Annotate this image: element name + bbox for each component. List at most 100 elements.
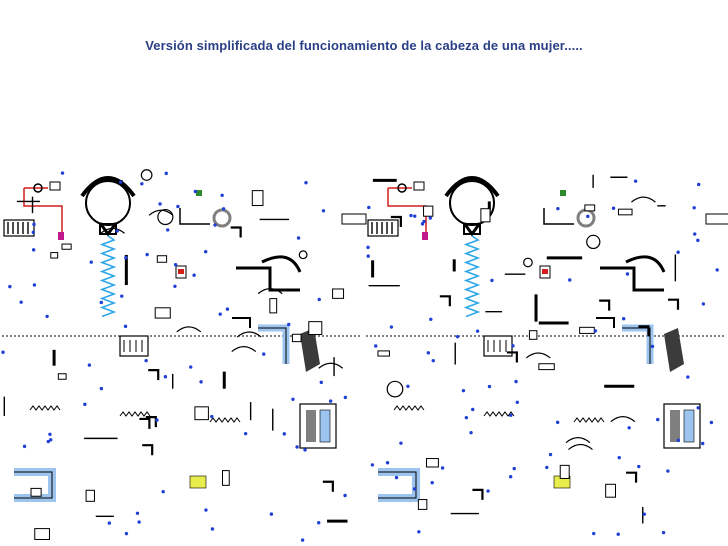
rivet-dot — [692, 206, 696, 210]
rivet-dot — [625, 272, 630, 276]
rivet-dot — [399, 441, 403, 445]
blue-conveyor-bottom — [378, 468, 420, 502]
rivet-dot — [389, 325, 394, 329]
rivet-dot — [282, 432, 287, 436]
spring-coil-icon — [99, 235, 117, 318]
rivet-dot — [490, 278, 494, 283]
rivet-dot — [715, 268, 719, 272]
rivet-dot — [161, 489, 165, 494]
rivet-dot — [394, 475, 399, 480]
schematic-tile-2 — [366, 174, 728, 536]
rivet-dot — [140, 182, 144, 186]
rivet-dot — [637, 464, 641, 469]
rivet-dot — [343, 493, 347, 498]
arc-connector — [231, 345, 257, 353]
rivet-dot — [164, 171, 168, 176]
rivet-dot — [213, 223, 217, 227]
component-box — [269, 298, 278, 314]
valve-icon — [586, 234, 601, 250]
rivet-dot — [611, 206, 616, 210]
rivet-dot — [124, 256, 128, 260]
rivet-dot — [210, 414, 214, 419]
pipe-elbow — [439, 295, 451, 307]
rivet-dot — [19, 300, 23, 304]
rivet-dot — [221, 207, 226, 211]
rivet-dot — [210, 527, 215, 531]
rivet-dot — [431, 358, 435, 363]
pipe-elbow — [599, 299, 611, 311]
rivet-dot — [686, 375, 690, 379]
rivet-dot — [676, 438, 680, 443]
rivet-dot — [317, 521, 321, 525]
red-wire — [387, 188, 427, 238]
rivet-dot — [321, 209, 326, 213]
rivet-dot — [199, 380, 203, 384]
component-box — [194, 406, 209, 421]
arc-connector — [100, 227, 125, 234]
rivet-dot — [137, 520, 141, 524]
cabinet-icon — [663, 403, 701, 449]
rivet-dot — [366, 245, 370, 250]
rivet-dot — [666, 469, 670, 473]
rivet-dot — [422, 219, 426, 224]
pipe — [600, 266, 664, 292]
rivet-dot — [627, 426, 631, 430]
rivet-dot — [429, 317, 433, 321]
rivet-dot — [32, 222, 36, 227]
rivet-dot — [700, 441, 705, 446]
rivet-dot — [173, 284, 177, 288]
slide-caption: Versión simplificada del funcionamiento … — [145, 38, 583, 53]
component-box — [584, 204, 596, 212]
rivet-dot — [31, 248, 36, 252]
rivet-dot — [89, 260, 93, 264]
gear-wheel-icon — [444, 176, 500, 237]
component-box — [251, 190, 264, 207]
rivet-dot — [420, 222, 425, 226]
rivet-dot — [176, 204, 180, 209]
rivet-dot — [385, 461, 390, 465]
rivet-dot — [189, 365, 193, 369]
zigzag-spring — [119, 411, 151, 417]
spring-coil-icon — [463, 235, 481, 318]
rivet-dot — [461, 388, 466, 393]
valve-icon — [298, 250, 308, 260]
rivet-dot — [115, 229, 119, 233]
rivet-dot — [319, 380, 324, 385]
rivet-dot — [220, 193, 224, 197]
rivet-dot — [124, 531, 129, 536]
rivet-dot — [46, 439, 50, 444]
component-box — [559, 464, 570, 479]
rivet-dot — [287, 322, 291, 327]
rivet-dot — [515, 400, 519, 404]
rivet-dot — [317, 297, 321, 302]
switch-panel-icon — [367, 181, 425, 237]
rivet-dot — [303, 448, 307, 452]
rivet-dot — [83, 402, 87, 407]
pipe-elbow — [230, 226, 242, 238]
pipe-elbow — [667, 298, 680, 310]
rivet-dot — [487, 384, 492, 389]
rivet-dot — [406, 384, 410, 388]
rivet-dot — [295, 445, 299, 449]
component-box — [291, 333, 302, 343]
rivet-dot — [592, 531, 596, 536]
rivet-dot — [1, 350, 5, 354]
rivet-dot — [269, 512, 274, 516]
zigzag-spring — [29, 405, 61, 411]
yellow-block — [189, 475, 207, 489]
switch-panel-icon — [3, 181, 61, 237]
rivet-dot — [617, 455, 621, 460]
pipe-elbow — [626, 471, 638, 483]
rivet-dot — [120, 294, 124, 298]
rivet-dot — [633, 179, 638, 183]
component-box — [538, 363, 555, 371]
rivet-dot — [548, 452, 553, 457]
pipe-elbow — [139, 417, 151, 429]
valve-icon — [157, 208, 174, 226]
component-box — [85, 489, 95, 502]
rivet-dot — [586, 214, 590, 219]
rivet-dot — [440, 466, 445, 470]
rivet-dot — [417, 530, 421, 534]
rivet-dot — [262, 352, 266, 356]
resistor-icon — [341, 213, 367, 225]
